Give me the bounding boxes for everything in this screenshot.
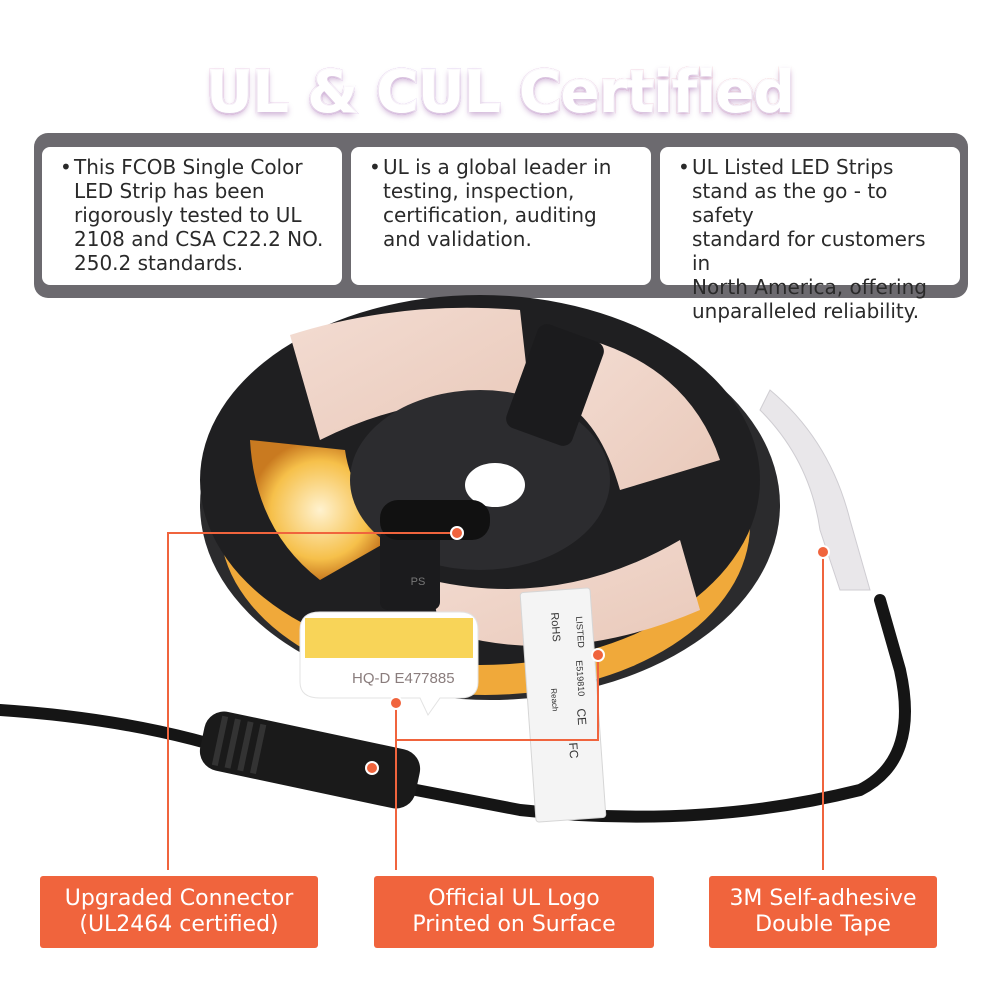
bullet-icon: •	[369, 155, 381, 179]
reel-spoke	[506, 324, 604, 446]
info-line: LED Strip has been	[74, 179, 265, 203]
callout-line: Double Tape	[755, 912, 891, 937]
info-panel: • This FCOB Single Color LED Strip has b…	[34, 133, 968, 323]
info-line: testing, inspection,	[383, 179, 575, 203]
info-line: unparalleled reliability.	[692, 299, 920, 323]
info-line: UL Listed LED Strips	[692, 155, 894, 179]
info-card-ul-standards: • This FCOB Single Color LED Strip has b…	[42, 147, 342, 285]
leader-lines	[167, 532, 824, 870]
page-title: UL & CUL Certified	[205, 57, 797, 128]
strip-window-right	[560, 340, 720, 490]
info-line: stand as the go - to safety	[692, 179, 888, 227]
info-line: North America, offering	[692, 275, 927, 299]
led-strip-reel-illustration: PS	[0, 295, 911, 870]
zoom-led-strip	[305, 618, 473, 658]
leader-dots	[365, 526, 830, 775]
bullet-icon: •	[678, 155, 690, 179]
info-line: 250.2 standards.	[74, 251, 244, 275]
bullet-icon: •	[60, 155, 72, 179]
callout-line: Printed on Surface	[412, 912, 616, 937]
zoom-ul-code: HQ-D E477885	[352, 670, 455, 687]
strip-window-left	[250, 440, 390, 580]
info-line: 2108 and CSA C22.2 NO.	[74, 227, 324, 251]
callout-line: Upgraded Connector	[64, 886, 294, 911]
strip-window-top	[290, 307, 530, 440]
callout-upgraded-connector: Upgraded Connector (UL2464 certified)	[40, 876, 318, 948]
adhesive-tape-strip	[759, 389, 871, 591]
callout-official-ul-logo: Official UL Logo Printed on Surface	[374, 876, 654, 948]
label-listed: LISTED	[574, 616, 587, 649]
info-line: standard for customers in	[692, 227, 926, 275]
info-line: certification, auditing	[383, 203, 597, 227]
info-line: and validation.	[383, 227, 532, 251]
connector-grip-ridges	[211, 715, 267, 775]
label-ce: CE	[574, 708, 590, 726]
callout-line: (UL2464 certified)	[79, 912, 279, 937]
label-fc: FC	[566, 742, 582, 759]
reel-spoke	[380, 530, 440, 610]
callout-3m-tape: 3M Self-adhesive Double Tape	[709, 876, 937, 948]
info-line: This FCOB Single Color	[74, 155, 303, 179]
info-line: UL is a global leader in	[383, 155, 612, 179]
label-reach: Reach	[549, 688, 560, 712]
recycle-mark: PS	[411, 576, 426, 588]
info-card-ul-leader: • UL is a global leader in testing, insp…	[351, 147, 651, 285]
label-rohs: RoHS	[548, 612, 563, 643]
callout-line: Official UL Logo	[428, 886, 600, 911]
reel-center-hole	[465, 463, 525, 507]
info-card-ul-listed: • UL Listed LED Strips stand as the go -…	[660, 147, 960, 323]
callout-line: 3M Self-adhesive	[729, 886, 917, 911]
barrel-connector	[199, 711, 421, 809]
power-cable	[0, 594, 911, 823]
info-line: rigorously tested to UL	[74, 203, 302, 227]
